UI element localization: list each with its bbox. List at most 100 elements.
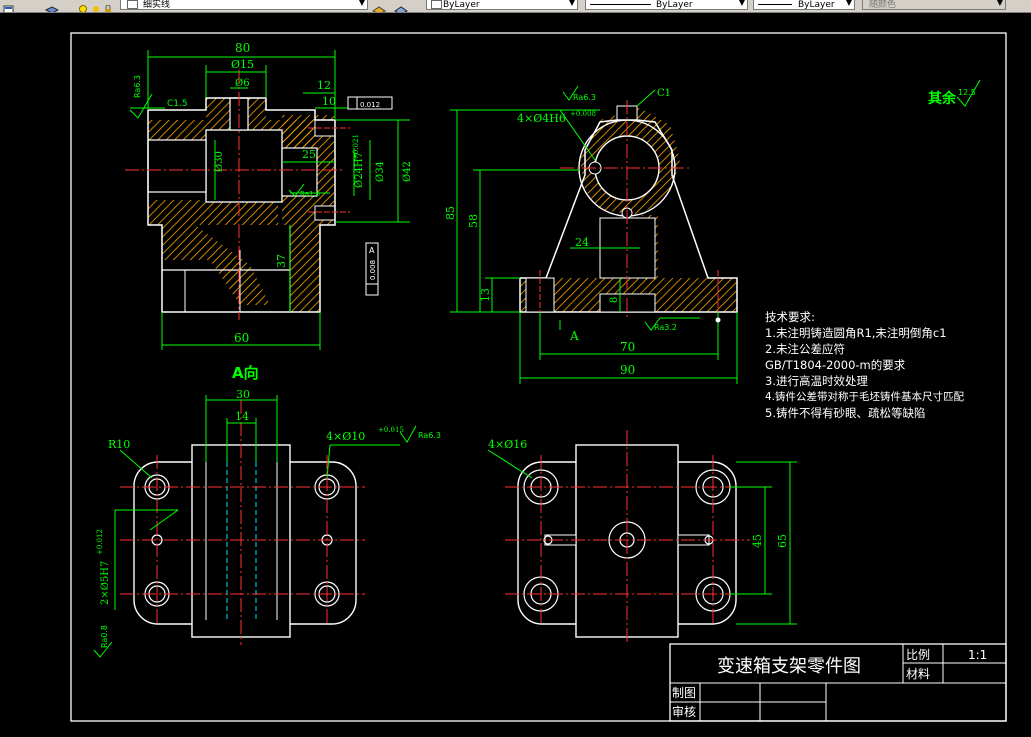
chevron-down-icon: ▼ <box>568 0 575 7</box>
chevron-down-icon: ▼ <box>738 0 745 7</box>
front-ra63: Ra6.3 <box>133 75 142 98</box>
side-outline <box>519 119 738 313</box>
front-dim-d34: Ø34 <box>375 161 386 182</box>
chevron-down-icon: ▼ <box>358 0 365 7</box>
view-a-ra08-symbol <box>93 641 113 658</box>
note-item-1: 1.未注明铸造圆角R1,未注明倒角c1 <box>765 326 947 340</box>
side-dim-8: 8 <box>609 297 620 303</box>
plotstyle-dropdown-value: 随颜色 <box>869 0 897 10</box>
view-a: A向 30 14 R10 <box>93 364 441 658</box>
view-a-title: A向 <box>232 364 259 382</box>
layer-dropdown[interactable]: 细实线 ▼ <box>120 0 368 10</box>
view-a-ra63: Ra6.3 <box>418 431 441 440</box>
sheet-border <box>70 32 1007 722</box>
side-dim-85: 85 <box>444 206 457 220</box>
view-a-hole-tol: +0.015 <box>378 426 404 434</box>
side-ra-symbol <box>562 85 579 101</box>
side-hole-note: 4×Ø4H6 <box>517 112 566 125</box>
layer-state-icon[interactable] <box>44 0 60 12</box>
bottom-dim-45: 45 <box>751 534 764 548</box>
view-a-pin-note: 2×Ø5H7 <box>100 561 111 605</box>
front-dim-tol24: +0.021 <box>352 134 360 160</box>
front-left-bore <box>147 139 207 193</box>
view-a-pin-tol: +0.012 <box>96 529 104 555</box>
front-datum-label: A <box>369 246 375 255</box>
front-tol-box2-value: 0.008 <box>369 260 377 280</box>
color-swatch <box>431 0 442 9</box>
front-dim-10: 10 <box>322 95 336 108</box>
front-right-bore <box>281 147 318 197</box>
chevron-down-icon: ▼ <box>996 0 1003 7</box>
note-item-6: 5.铸件不得有砂眼、疏松等缺陷 <box>765 406 926 420</box>
side-dim-13: 13 <box>479 288 492 302</box>
layer-manager-icon[interactable] <box>3 0 15 12</box>
bottom-dim-65: 65 <box>776 534 789 548</box>
front-dim-60: 60 <box>234 331 249 345</box>
notes-title: 技术要求: <box>765 310 815 324</box>
side-dim-24: 24 <box>575 236 589 249</box>
front-hatch-base <box>290 225 320 312</box>
lineweight-preview <box>758 4 792 5</box>
part-name: 变速箱支架零件图 <box>717 656 861 677</box>
lightbulb-icon[interactable] <box>78 0 90 12</box>
side-hole-tol: +0.008 <box>570 110 596 118</box>
color-dropdown[interactable]: ByLayer ▼ <box>426 0 578 10</box>
side-datum-marker <box>715 317 721 323</box>
view-a-ra08: Ra0.8 <box>100 625 109 648</box>
title-block: 变速箱支架零件图 比例 1:1 材料 制图 审核 <box>669 643 1007 722</box>
front-ra-symbol <box>129 93 153 119</box>
scale-label: 比例 <box>906 648 930 662</box>
other-finish-symbol <box>956 79 981 107</box>
linetype-dropdown[interactable]: ByLayer ▼ <box>585 0 748 10</box>
material-label: 材料 <box>906 667 930 681</box>
plotstyle-dropdown[interactable]: 随颜色 ▼ <box>862 0 1006 10</box>
layer-color-swatch <box>127 0 138 9</box>
linetype-preview <box>590 4 651 5</box>
front-dim-d15: Ø15 <box>231 58 254 71</box>
side-datum-a: A <box>569 329 579 343</box>
view-a-dim-14: 14 <box>235 410 249 423</box>
front-view: 80 Ø15 Ø6 12 10 25 Ø30 Ø24H7 +0.021 Ø34 … <box>125 41 413 350</box>
lock-icon[interactable] <box>103 0 115 12</box>
front-hatch-bottom <box>148 200 278 225</box>
make-current-icon[interactable] <box>372 0 386 12</box>
properties-toolbar: 细实线 ▼ ByLayer ▼ ByLayer ▼ ByLayer ▼ 随颜色 … <box>0 0 1031 13</box>
view-a-r10: R10 <box>108 438 130 451</box>
checked-label: 审核 <box>672 704 696 719</box>
front-dim-12: 12 <box>317 79 331 92</box>
lineweight-dropdown[interactable]: ByLayer ▼ <box>753 0 855 10</box>
front-hatch-rib <box>162 225 270 305</box>
front-tol-box-value: 0.012 <box>360 101 380 109</box>
front-ra16: Ra1.6 <box>300 190 321 198</box>
front-dim-80: 80 <box>235 41 250 55</box>
front-dim-37: 37 <box>275 254 288 268</box>
drawing-canvas[interactable]: 80 Ø15 Ø6 12 10 25 Ø30 Ø24H7 +0.021 Ø34 … <box>0 12 1031 737</box>
front-dim-25: 25 <box>302 148 316 161</box>
lineweight-dropdown-value: ByLayer <box>798 0 835 10</box>
other-finish-label: 其余 <box>928 90 957 107</box>
bottom-hole-note: 4×Ø16 <box>488 438 527 451</box>
front-dim-d6: Ø6 <box>235 78 250 89</box>
view-a-hole-note: 4×Ø10 <box>326 430 365 443</box>
drawn-label: 制图 <box>672 686 696 700</box>
side-ra32-symbol <box>644 317 700 331</box>
side-dim-70: 70 <box>620 340 635 354</box>
bottom-view: 4×Ø16 45 65 <box>487 430 797 645</box>
side-view: 4×Ø4H6 +0.008 Ra6.3 C1 85 58 13 24 8 70 … <box>444 85 738 384</box>
scale-value: 1:1 <box>968 648 987 662</box>
linetype-dropdown-value: ByLayer <box>656 0 693 10</box>
front-c15: C1.5 <box>167 99 188 109</box>
front-dim-d24h7: Ø24H7 <box>354 152 365 188</box>
other-finish: 其余 12.5 <box>928 79 981 107</box>
side-ra32: Ra3.2 <box>654 323 677 332</box>
side-ra63: Ra6.3 <box>573 93 596 102</box>
side-dim-58: 58 <box>467 214 480 228</box>
note-item-2: 2.未注公差应符 <box>765 342 845 356</box>
layer-previous-icon[interactable] <box>394 0 408 12</box>
front-pin-bottom <box>314 205 336 221</box>
front-dim-d42: Ø42 <box>402 161 413 182</box>
color-dropdown-value: ByLayer <box>443 0 480 10</box>
side-dim-90: 90 <box>620 363 635 377</box>
front-tolerance-frame: 0.012 <box>347 96 393 110</box>
sun-icon[interactable] <box>91 0 103 12</box>
